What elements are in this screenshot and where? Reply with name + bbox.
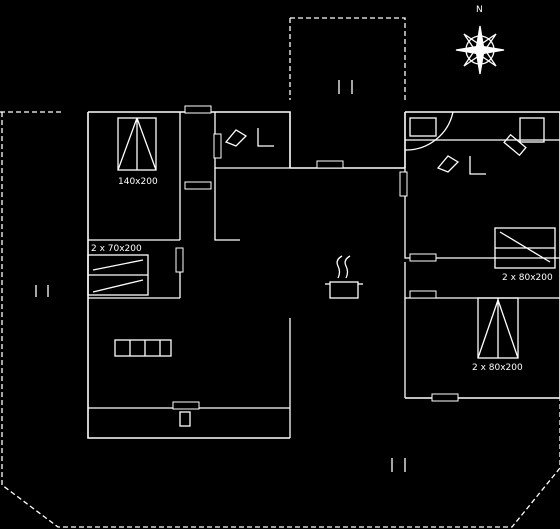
double-door-marker-terrace-bottom xyxy=(391,458,406,472)
step-marker-bottom xyxy=(179,411,191,427)
bedroom-3-bed-label: 2 x 80x200 xyxy=(502,273,553,283)
sink-icon xyxy=(519,117,545,143)
bed-bedroom-4 xyxy=(477,297,519,359)
bed-bedroom-1 xyxy=(117,117,157,171)
shower-toilet-icon-right xyxy=(436,155,486,175)
compass-north-label: N xyxy=(476,5,483,15)
outer-terrace-boundary xyxy=(0,17,560,528)
exterior-walls xyxy=(87,111,560,439)
kitchen-stove-icon xyxy=(325,255,363,299)
shower-toilet-icon-left xyxy=(224,128,274,147)
bedroom-1-bed-label: 140x200 xyxy=(118,177,158,187)
bedroom-4-bed-label: 2 x 80x200 xyxy=(472,363,523,373)
double-door-marker-terrace-left xyxy=(35,285,49,297)
door-swing xyxy=(404,111,454,151)
compass-rose-icon xyxy=(455,25,505,75)
door-markers xyxy=(172,105,459,410)
bathtub-icon xyxy=(409,117,437,137)
bed-bedroom-3 xyxy=(494,227,556,269)
beds-bedroom-2 xyxy=(87,254,149,296)
double-door-marker-terrace-top xyxy=(338,80,353,94)
sofa-icon xyxy=(114,339,172,357)
cabinet-icon xyxy=(503,133,527,157)
bedroom-2-bed-label: 2 x 70x200 xyxy=(91,244,142,254)
